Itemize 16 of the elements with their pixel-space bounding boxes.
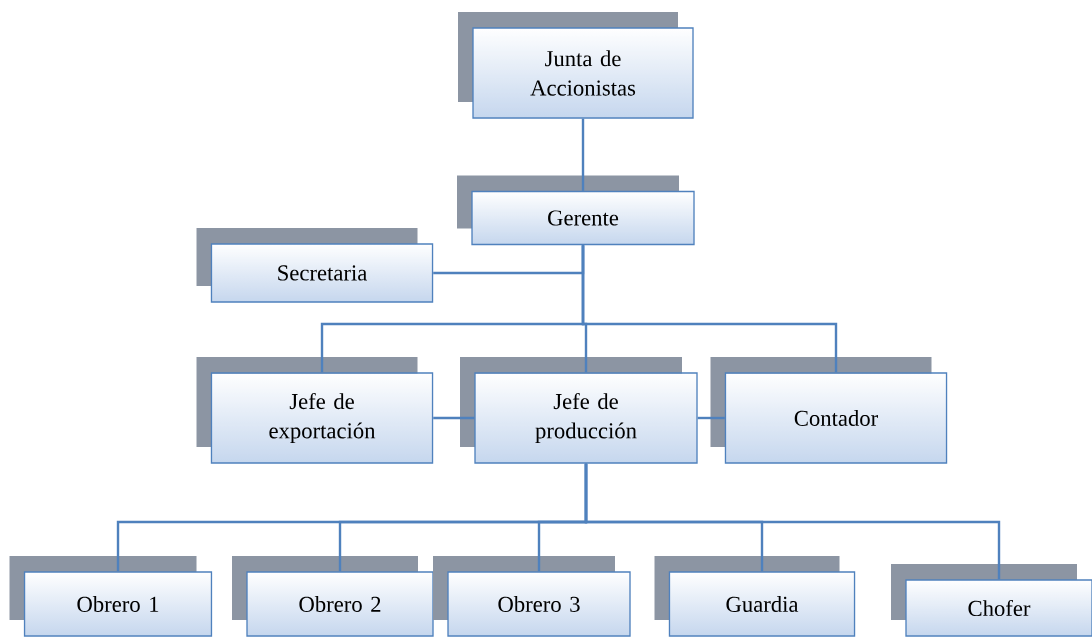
org-box: Chofer: [891, 564, 1092, 637]
org-box: Obrero 1: [9, 556, 213, 637]
org-box: Contador: [710, 357, 948, 464]
org-box: Obrero 2: [232, 556, 434, 637]
org-box: Secretaria: [196, 228, 434, 303]
org-box: Guardia: [654, 556, 856, 637]
connector-line: [584, 463, 1001, 580]
org-box: Jefe de exportación: [196, 357, 434, 464]
connector-line: [581, 118, 585, 191]
connector-line: [697, 416, 725, 420]
org-box: Junta de Accionistas: [458, 12, 694, 119]
connector-line: [581, 245, 838, 373]
connector-line: [433, 416, 475, 420]
org-box: Obrero 3: [433, 556, 631, 637]
org-box: Gerente: [457, 175, 695, 246]
org-box: Jefe de producción: [460, 357, 698, 464]
